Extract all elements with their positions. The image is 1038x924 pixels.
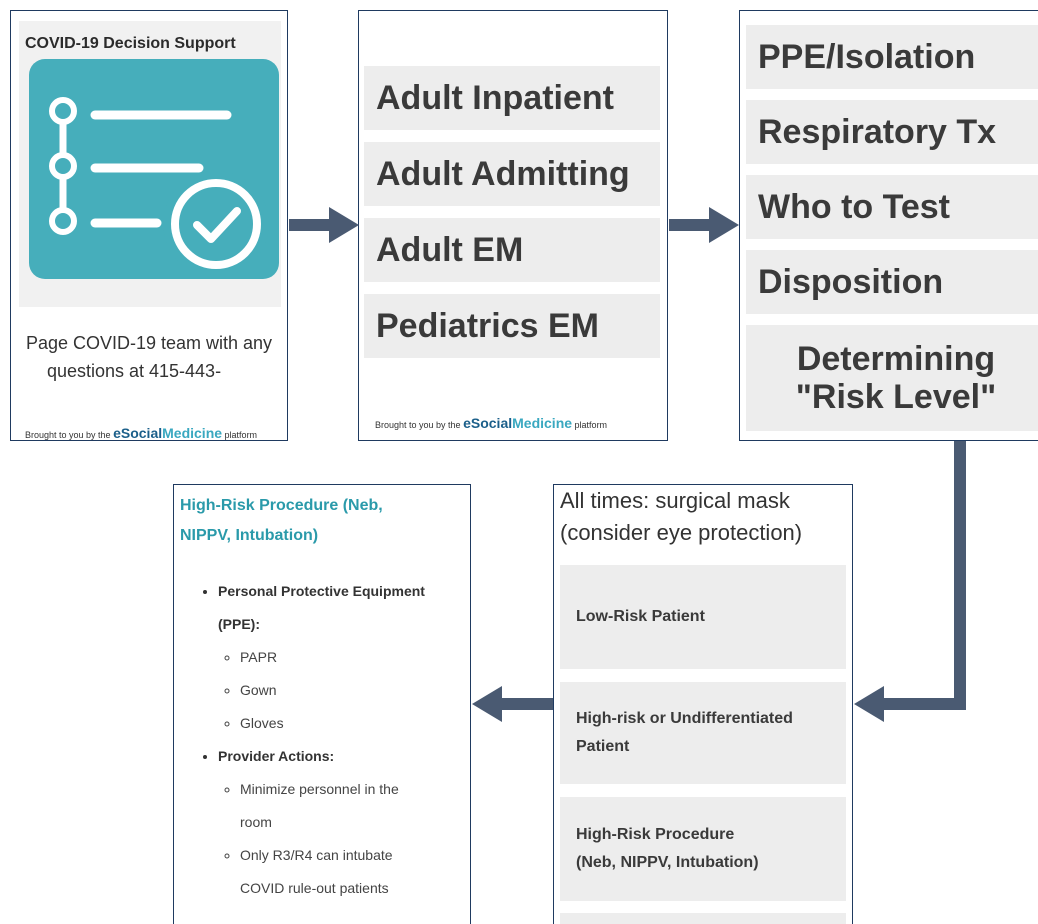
page-team-text: Page COVID-19 team with any questions at… — [11, 329, 287, 385]
arrow-head-4 — [472, 686, 502, 722]
procedure-heading: High-Risk Procedure (Neb, NIPPV, Intubat… — [180, 497, 383, 544]
arrow-head-2 — [709, 207, 739, 243]
arrow-shaft-3a — [954, 441, 966, 710]
procedure-detail-panel: High-Risk Procedure (Neb, NIPPV, Intubat… — [173, 484, 471, 924]
arrow-shaft-2 — [669, 219, 711, 231]
page-team-line1: Page COVID-19 team with any — [25, 333, 273, 353]
ppe-section: Personal Protective Equipment (PPE): PAP… — [218, 575, 468, 740]
arrow-shaft-4 — [500, 698, 553, 710]
page-team-line2: questions at 415-443- — [46, 361, 222, 381]
decision-support-panel: COVID-19 Decision Support Page COVID-19 … — [10, 10, 288, 441]
topic-panel: PPE/Isolation Respiratory Tx Who to Test… — [739, 10, 1038, 441]
procedure-list: Personal Protective Equipment (PPE): PAP… — [188, 575, 468, 905]
arrow-shaft-3b — [882, 698, 966, 710]
arrow-head-1 — [329, 207, 359, 243]
arrow-head-3 — [854, 686, 884, 722]
menu-item-determining-risk-level[interactable]: Determining "Risk Level" — [746, 325, 1038, 431]
menu-item-adult-em[interactable]: Adult EM — [364, 218, 660, 282]
menu-item-low-risk-patient[interactable]: Low-Risk Patient — [560, 565, 846, 669]
menu-item-respiratory-tx[interactable]: Respiratory Tx — [746, 100, 1038, 164]
brought-by-footer: Brought to you by the eSocialMedicine pl… — [375, 415, 608, 431]
menu-item-adult-inpatient[interactable]: Adult Inpatient — [364, 66, 660, 130]
app-title: COVID-19 Decision Support — [25, 35, 236, 52]
menu-item-who-to-test[interactable]: Who to Test — [746, 175, 1038, 239]
list-item: PAPR — [240, 641, 468, 674]
list-item: Gown — [240, 674, 468, 707]
menu-item-ppe-isolation[interactable]: PPE/Isolation — [746, 25, 1038, 89]
menu-item-disposition[interactable]: Disposition — [746, 250, 1038, 314]
menu-item-adult-admitting[interactable]: Adult Admitting — [364, 142, 660, 206]
checklist-logo-icon — [29, 59, 279, 279]
esocialmedicine-brand: eSocialMedicine — [113, 425, 223, 441]
arrow-shaft-1 — [289, 219, 331, 231]
mask-guidance-text: All times: surgical mask (consider eye p… — [560, 488, 803, 545]
menu-item-pediatrics-em[interactable]: Pediatrics EM — [364, 294, 660, 358]
brought-by-footer: Brought to you by the eSocialMedicine pl… — [25, 425, 258, 441]
menu-item-high-risk-procedure[interactable]: High-Risk Procedure(Neb, NIPPV, Intubati… — [560, 797, 846, 901]
esocialmedicine-brand: eSocialMedicine — [463, 415, 573, 431]
care-setting-panel: Adult Inpatient Adult Admitting Adult EM… — [358, 10, 668, 441]
provider-actions-section: Provider Actions: Minimize personnel in … — [218, 740, 468, 905]
list-item: Gloves — [240, 707, 468, 740]
